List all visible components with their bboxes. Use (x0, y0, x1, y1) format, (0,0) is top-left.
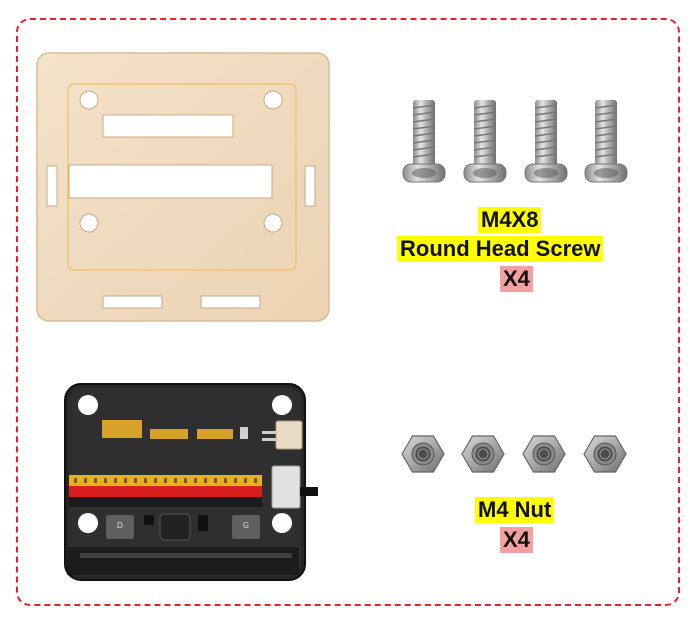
screw-2 (463, 99, 507, 183)
nuts-illustration (401, 435, 627, 473)
screw-quantity-label: X4 (500, 266, 533, 292)
nut-size-label: M4 Nut (475, 497, 555, 523)
microbit-expansion-board: D G (64, 383, 318, 581)
screws-illustration (402, 99, 628, 183)
nut-2 (461, 435, 505, 473)
nut-quantity-label: X4 (500, 527, 533, 553)
screw-4 (584, 99, 628, 183)
nut-1 (401, 435, 445, 473)
dashed-border-frame (16, 18, 680, 606)
screw-size-label: M4X8 (478, 207, 542, 233)
svg-text:D: D (117, 521, 123, 530)
wooden-mounting-plate (36, 52, 330, 322)
screw-3 (524, 99, 568, 183)
svg-text:G: G (243, 521, 249, 530)
nut-4 (583, 435, 627, 473)
screw-1 (402, 99, 446, 183)
nut-3 (522, 435, 566, 473)
screw-type-label: Round Head Screw (397, 236, 604, 262)
